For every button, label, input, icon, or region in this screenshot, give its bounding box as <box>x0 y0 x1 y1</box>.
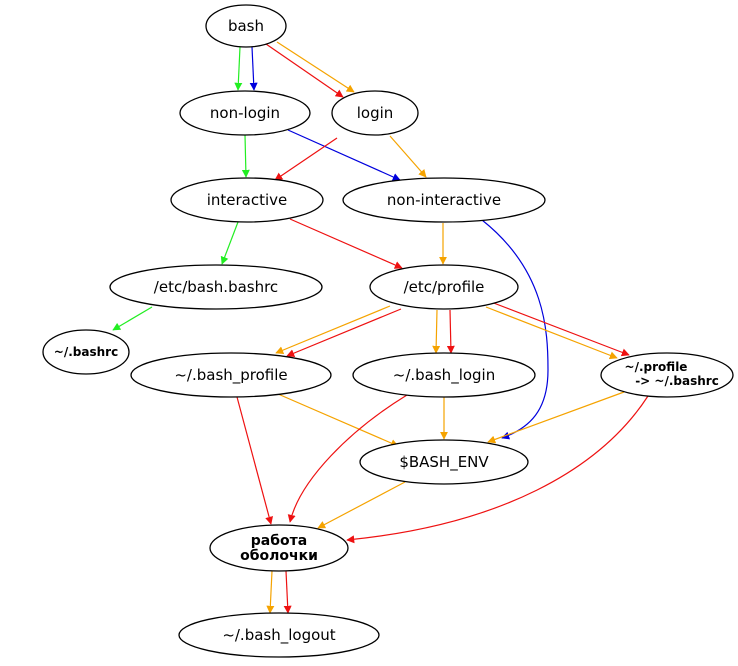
edge-bash-profile-bash-env-orange <box>277 393 399 447</box>
edge-etc-profile-profile-red <box>490 301 630 357</box>
node-bash-logout-label: ~/.bash_logout <box>222 626 335 645</box>
node-bashrc-label: ~/.bashrc <box>54 345 118 359</box>
node-login-label: login <box>357 104 394 122</box>
node-interactive-label: interactive <box>207 191 288 209</box>
edge-bash-login-orange <box>276 41 355 93</box>
edge-bash-login-red <box>265 43 344 98</box>
edge-interactive-etc-bash-bashrc-green <box>220 221 239 265</box>
edge-bash-non-login-green <box>234 46 243 91</box>
edge-etc-profile-bash-profile-red <box>286 308 402 357</box>
node-etc-bash-bashrc-label: /etc/bash.bashrc <box>154 278 278 296</box>
edge-login-interactive-red <box>274 137 338 181</box>
node-shell-work-label-line1: работа <box>251 533 307 549</box>
edge-interactive-etc-profile-red <box>289 218 403 269</box>
node-bash-login-label: ~/.bash_login <box>393 366 495 385</box>
edge-bash-non-login-blue <box>249 46 258 91</box>
node-bash-profile-label: ~/.bash_profile <box>174 366 287 385</box>
edge-shell-work-bash-logout-red <box>283 570 292 614</box>
edge-etc-profile-bash-login-orange <box>432 309 441 354</box>
node-bash-env: $BASH_ENV <box>359 439 529 485</box>
node-etc-bash-bashrc: /etc/bash.bashrc <box>109 264 323 310</box>
edge-non-interactive-bash-env-blue <box>481 219 549 440</box>
edge-profile-bash-env-orange <box>487 391 625 444</box>
node-profile-label-line1: ~/.profile <box>625 360 688 374</box>
edge-login-non-interactive-orange <box>389 135 427 178</box>
edge-etc-profile-profile-orange <box>485 306 618 360</box>
edge-etc-profile-bash-profile-orange <box>275 305 391 354</box>
edge-non-login-interactive-green <box>241 134 250 178</box>
node-bash-label: bash <box>228 17 264 35</box>
node-shell-work-label-line2: оболочки <box>240 548 318 564</box>
node-bash: bash <box>205 4 287 48</box>
node-non-login-label: non-login <box>210 104 280 122</box>
edge-shell-work-bash-logout-orange <box>266 570 275 614</box>
node-etc-profile-label: /etc/profile <box>404 278 485 296</box>
edge-bash-login-shell-work-red <box>287 394 408 523</box>
node-profile-label-line2: -> ~/.bashrc <box>635 374 719 388</box>
edge-etc-bash-bashrc-bashrc-green <box>112 306 153 331</box>
edges-layer <box>112 41 649 614</box>
node-non-interactive-label: non-interactive <box>387 191 501 209</box>
edge-bash-env-shell-work-orange <box>317 481 406 529</box>
edge-profile-shell-work-red <box>346 395 649 544</box>
node-etc-profile: /etc/profile <box>369 264 519 310</box>
node-bash-login: ~/.bash_login <box>352 352 536 398</box>
node-non-login: non-login <box>179 90 311 136</box>
nodes-layer: bash non-login login interactive non-int… <box>42 4 734 658</box>
node-bash-logout: ~/.bash_logout <box>178 612 380 658</box>
node-interactive: interactive <box>170 177 324 223</box>
node-non-interactive: non-interactive <box>342 177 546 223</box>
node-profile: ~/.profile -> ~/.bashrc <box>600 352 734 398</box>
node-bash-env-label: $BASH_ENV <box>399 453 489 472</box>
node-bashrc: ~/.bashrc <box>42 329 130 375</box>
edge-non-login-non-interactive-blue <box>287 129 401 181</box>
edge-bash-profile-shell-work-red <box>236 396 274 525</box>
edge-etc-profile-bash-login-red <box>446 309 455 354</box>
node-shell-work: работа оболочки <box>209 524 349 572</box>
node-bash-profile: ~/.bash_profile <box>130 352 332 398</box>
node-login: login <box>331 90 419 136</box>
